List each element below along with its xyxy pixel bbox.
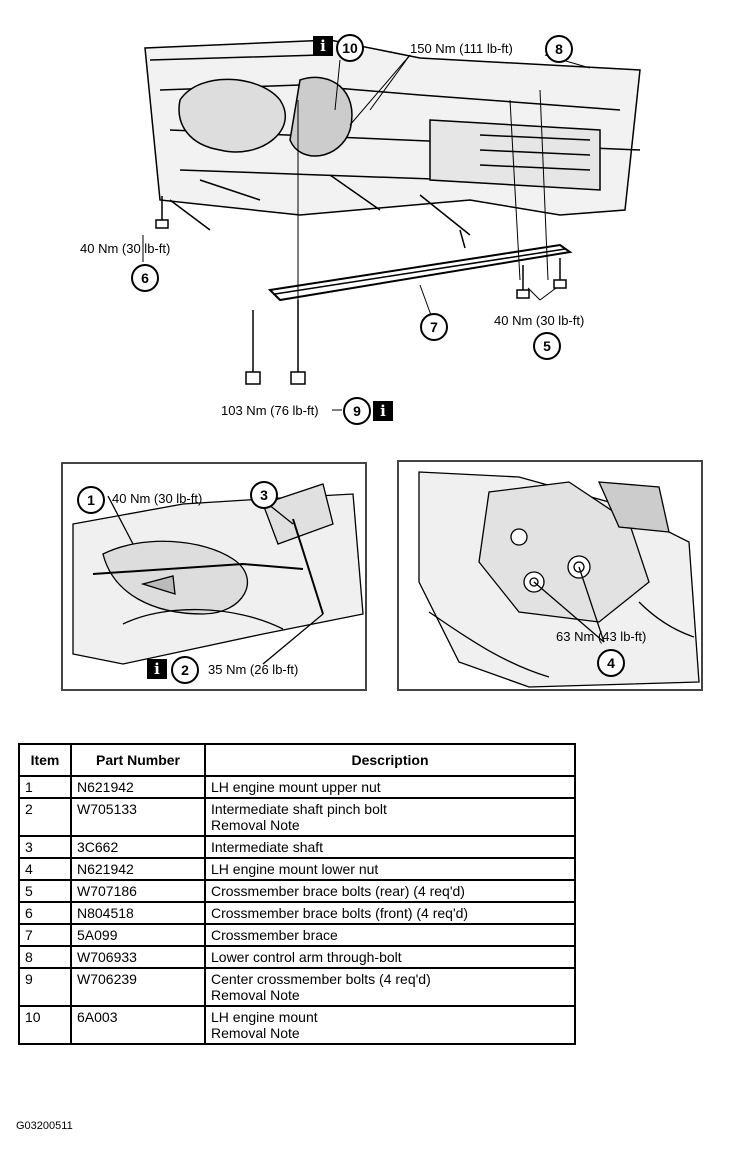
cell-part: N621942 [70, 775, 206, 799]
table-row: 9 W706239 Center crossmember bolts (4 re… [18, 967, 576, 1007]
cell-desc: Intermediate shaft [204, 835, 576, 859]
callout-8: 8 [545, 35, 573, 63]
callout-9: 9 [343, 397, 371, 425]
callout-2: 2 [171, 656, 199, 684]
cell-part: 6A003 [70, 1005, 206, 1045]
cell-item: 2 [18, 797, 72, 837]
desc-text: Crossmember brace [211, 927, 338, 943]
inset-right-panel: 63 Nm (43 lb-ft) 4 [397, 460, 703, 691]
removal-note-link[interactable]: Removal Note [211, 987, 300, 1003]
desc-text: Lower control arm through-bolt [211, 949, 402, 965]
desc-text: Crossmember brace bolts (rear) (4 req'd) [211, 883, 465, 899]
callout-3: 3 [250, 481, 278, 509]
torque-label-35nm: 35 Nm (26 lb-ft) [208, 662, 299, 677]
callout-7: 7 [420, 313, 448, 341]
cell-part: W706239 [70, 967, 206, 1007]
header-description: Description [204, 743, 576, 777]
cell-part: 5A099 [70, 923, 206, 947]
table-row: 1 N621942 LH engine mount upper nut [18, 775, 576, 799]
cell-item: 5 [18, 879, 72, 903]
callout-6: 6 [131, 264, 159, 292]
cell-desc: Center crossmember bolts (4 req'd)Remova… [204, 967, 576, 1007]
table-row: 8 W706933 Lower control arm through-bolt [18, 945, 576, 969]
cell-part: W706933 [70, 945, 206, 969]
torque-label-40nm-front: 40 Nm (30 lb-ft) [80, 241, 171, 256]
cell-part: W705133 [70, 797, 206, 837]
desc-text: Center crossmember bolts (4 req'd) [211, 971, 431, 987]
cell-item: 9 [18, 967, 72, 1007]
removal-note-link[interactable]: Removal Note [211, 817, 300, 833]
cell-part: N804518 [70, 901, 206, 925]
torque-label-40nm-upper: 40 Nm (30 lb-ft) [112, 491, 203, 506]
header-item: Item [18, 743, 72, 777]
table-row: 5 W707186 Crossmember brace bolts (rear)… [18, 879, 576, 903]
cell-item: 8 [18, 945, 72, 969]
figure-code: G03200511 [16, 1120, 73, 1132]
cell-item: 6 [18, 901, 72, 925]
cell-item: 4 [18, 857, 72, 881]
table-header-row: Item Part Number Description [18, 743, 576, 777]
torque-label-63nm: 63 Nm (43 lb-ft) [556, 629, 647, 644]
cell-desc: Lower control arm through-bolt [204, 945, 576, 969]
desc-text: Intermediate shaft pinch bolt [211, 801, 387, 817]
inset-left-art [72, 483, 364, 665]
parts-table: Item Part Number Description 1 N621942 L… [18, 743, 576, 1045]
cell-desc: LH engine mount upper nut [204, 775, 576, 799]
inset-left-panel: 1 40 Nm (30 lb-ft) 3 i 2 35 Nm (26 lb-ft… [61, 462, 367, 691]
table-row: 7 5A099 Crossmember brace [18, 923, 576, 947]
table-row: 6 N804518 Crossmember brace bolts (front… [18, 901, 576, 925]
callout-10: 10 [336, 34, 364, 62]
callout-4: 4 [597, 649, 625, 677]
cell-desc: Crossmember brace bolts (front) (4 req'd… [204, 901, 576, 925]
table-row: 4 N621942 LH engine mount lower nut [18, 857, 576, 881]
info-icon-top[interactable]: i [313, 36, 333, 56]
desc-text: LH engine mount lower nut [211, 861, 379, 877]
cell-part: N621942 [70, 857, 206, 881]
cell-part: 3C662 [70, 835, 206, 859]
header-part-number: Part Number [70, 743, 206, 777]
cell-item: 1 [18, 775, 72, 799]
info-icon-inset[interactable]: i [147, 659, 167, 679]
callout-5: 5 [533, 332, 561, 360]
main-diagram-art [142, 39, 641, 411]
inset-right-art [418, 471, 700, 688]
desc-text: LH engine mount upper nut [211, 779, 381, 795]
torque-label-103nm: 103 Nm (76 lb-ft) [221, 403, 319, 418]
removal-note-link[interactable]: Removal Note [211, 1025, 300, 1041]
info-icon-bottom[interactable]: i [373, 401, 393, 421]
callout-1: 1 [77, 486, 105, 514]
torque-label-150nm: 150 Nm (111 lb-ft) [410, 41, 513, 56]
cell-item: 7 [18, 923, 72, 947]
desc-text: Intermediate shaft [211, 839, 324, 855]
cell-item: 10 [18, 1005, 72, 1045]
cell-part: W707186 [70, 879, 206, 903]
desc-text: Crossmember brace bolts (front) (4 req'd… [211, 905, 469, 921]
desc-text: LH engine mount [211, 1009, 318, 1025]
torque-label-40nm-rear: 40 Nm (30 lb-ft) [494, 313, 585, 328]
table-row: 3 3C662 Intermediate shaft [18, 835, 576, 859]
cell-item: 3 [18, 835, 72, 859]
cell-desc: Crossmember brace [204, 923, 576, 947]
cell-desc: Crossmember brace bolts (rear) (4 req'd) [204, 879, 576, 903]
cell-desc: LH engine mount lower nut [204, 857, 576, 881]
